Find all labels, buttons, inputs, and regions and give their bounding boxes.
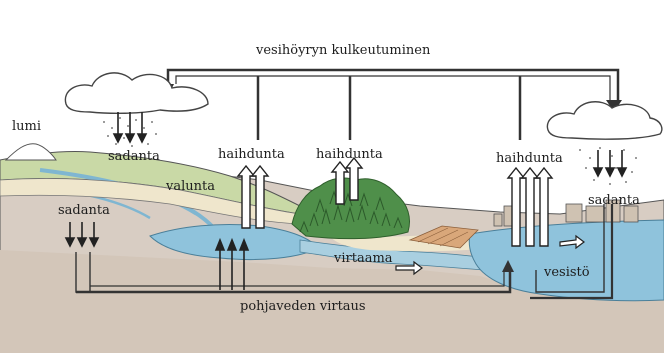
- label-precip-right: sadanta: [588, 194, 640, 207]
- label-evap-forest: haihdunta: [316, 148, 383, 161]
- label-evap-right: haihdunta: [496, 152, 563, 165]
- label-snow: lumi: [12, 120, 41, 133]
- label-precip-ground-left: sadanta: [58, 204, 110, 217]
- label-vapor-transport: vesihöyryn kulkeutuminen: [256, 44, 430, 57]
- label-groundwater-flow: pohjaveden virtaus: [240, 300, 366, 313]
- label-precip-cloud-left: sadanta: [108, 150, 160, 163]
- label-runoff: valunta: [166, 180, 215, 193]
- evap-arrows-right: [508, 168, 552, 246]
- label-evap-left: haihdunta: [218, 148, 285, 161]
- groundwater-upflow: [216, 240, 248, 290]
- label-streamflow: virtaama: [334, 252, 393, 265]
- precip-arrows-right: [594, 150, 626, 176]
- label-water-body: vesistö: [544, 266, 590, 279]
